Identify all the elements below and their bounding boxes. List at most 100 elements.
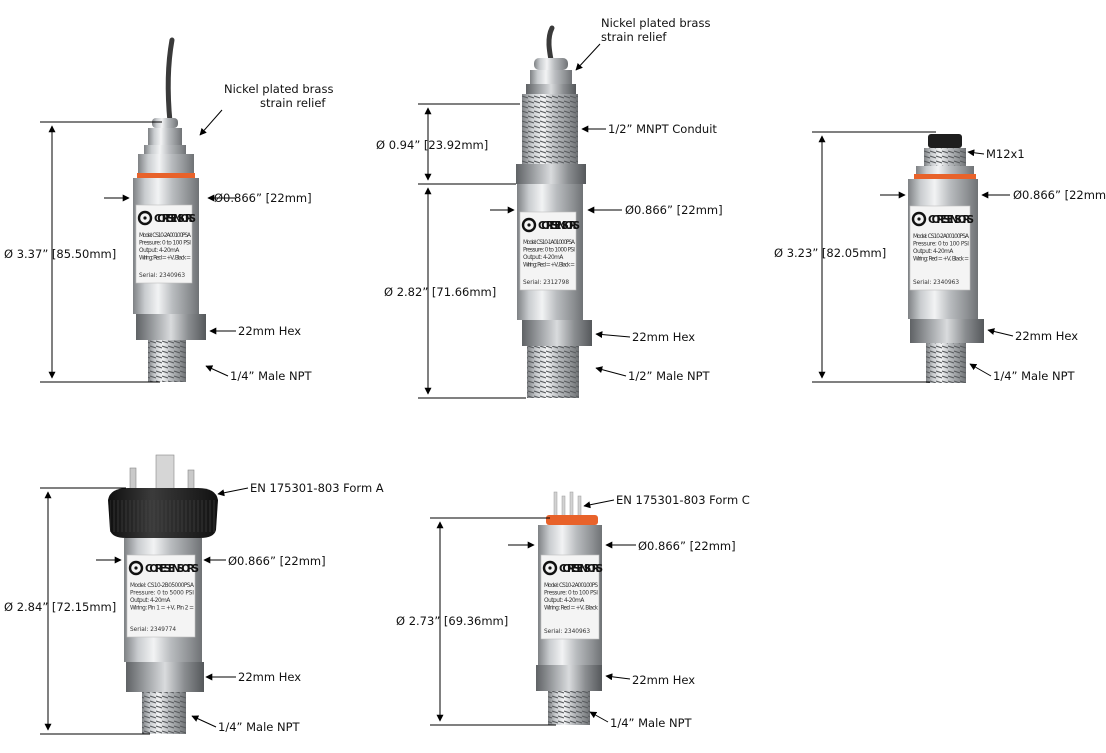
s1-thread-label: 1/4” Male NPT (230, 369, 312, 383)
s1-thread-arrow (205, 365, 229, 377)
s2-spec-row: Model: CS10-1A01000PSA (523, 240, 575, 246)
s1-strain-relief-nut (148, 128, 182, 145)
s5-pin (569, 491, 574, 519)
s3-logo-dot (917, 217, 921, 221)
s4-logo-text: CORE SENSORS (145, 563, 199, 575)
s3-hex-label: 22mm Hex (1015, 329, 1079, 343)
s1-strain-relief-arrow (199, 109, 223, 136)
s3-orange-ring (914, 174, 976, 179)
s5-hex-label: 22mm Hex (632, 673, 696, 687)
s1-strain-relief-cap (152, 118, 178, 128)
s1-orange-ring (137, 173, 195, 178)
s3-spec-row: Wiring: Red = +V, Black = (913, 257, 969, 263)
s4-connector-arrow (217, 487, 249, 497)
s4-logo-dot (134, 566, 138, 570)
s5-thread-label: 1/4” Male NPT (610, 716, 692, 730)
s3-hex-arrow (987, 328, 1014, 337)
s2-conduit-label: 1/2” MNPT Conduit (608, 122, 717, 136)
s5-spec-row: Output: 4-20mA (544, 598, 584, 604)
s5-logo-text: CORE SENSORS (559, 563, 603, 575)
s3-logo-mark (911, 211, 927, 227)
s4-connector-label: EN 175301-803 Form A (250, 481, 384, 495)
s4-thread-pattern (142, 692, 186, 734)
s4-pin-ground (155, 454, 175, 492)
s2-thread-arrow (595, 366, 627, 377)
s2-logo-text: CORE SENSORS (538, 220, 580, 232)
s1-spec-row: Output: 4-20mA (139, 248, 179, 254)
s1-logo-mark (137, 210, 153, 226)
s4-diameter-label: Ø0.866” [22mm] (228, 554, 326, 568)
s5-logo-mark (542, 560, 558, 576)
s2-hex-label: 22mm Hex (632, 330, 696, 344)
s4-thread-arrow (191, 715, 217, 728)
s5-logo-dot (548, 566, 552, 570)
s1-spec-row: Wiring: Red = +V, Black = (139, 256, 191, 262)
s3-diameter-label: Ø0.866” [22mm] (1013, 188, 1106, 202)
s1-top-collar (138, 154, 194, 176)
s4-thread-label: 1/4” Male NPT (218, 720, 300, 734)
s4-spec-row: Pressure: 0 to 5000 PSI (130, 591, 194, 597)
s2-thread-pattern (527, 346, 579, 398)
s4-pin-2 (187, 469, 195, 491)
s2-conduit-thread-pattern (522, 94, 578, 164)
s2-hex-arrow (595, 331, 631, 339)
s1-hex-label: 22mm Hex (238, 324, 302, 338)
s3-hex-nut (910, 319, 984, 343)
s3-thread-arrow (969, 363, 992, 377)
s1-logo-dot (143, 216, 147, 220)
s1-spec-row: Model: CS10-2A00100PSA (139, 233, 191, 239)
s4-hex-label: 22mm Hex (238, 670, 302, 684)
s3-connector-label: M12x1 (986, 147, 1025, 161)
s5-spec-row: Wiring: Red = +V, Black (544, 606, 599, 612)
s3-top-collar (916, 166, 974, 176)
s3-logo-text: CORE SENSORS (928, 214, 974, 226)
s2-hex-nut (522, 320, 592, 346)
s4-spec-row: Wiring: Pin 1 = +V, Pin 2 = (130, 606, 194, 612)
s1-hex-nut (136, 314, 206, 340)
s1-sensor: CORE SENSORS Model: CS10-2A00100PSA Pressu… (133, 37, 206, 382)
s3-m12-thread-pattern (924, 148, 966, 166)
s1-cable (165, 37, 175, 125)
s5-overall-dim-label: Ø 2.73” [69.36mm] (396, 614, 509, 628)
s4-din-knurl (110, 500, 216, 532)
s3-overall-dim-label: Ø 3.23” [82.05mm] (774, 246, 887, 260)
s5-thread-arrow (589, 711, 609, 723)
s5-pin (553, 491, 558, 519)
s4-pin-1 (129, 467, 137, 491)
s5-connector-label: EN 175301-803 Form C (616, 493, 750, 507)
s2-strain-relief-base (526, 84, 576, 94)
s3-connector-arrow (967, 149, 985, 157)
s2-spec-row: Pressure: 0 to 1000 PSI (523, 248, 575, 254)
s5-hex-nut (536, 665, 602, 691)
s4-hex-nut (126, 662, 204, 692)
s3-m12-connector (928, 134, 962, 148)
s3-serial: Serial: 2340963 (913, 280, 959, 286)
s3-spec-row: Pressure: 0 to 100 PSI (913, 242, 969, 248)
s5-connector-arrow (583, 499, 615, 509)
s4-logo-mark (128, 560, 144, 576)
s2-conduit-dim-label: Ø 0.94” [23.92mm] (376, 138, 489, 152)
s1-strain-relief-base (144, 145, 186, 154)
s5-serial: Serial: 2340963 (544, 629, 590, 635)
s2-sensor: CORE SENSORS Model: CS10-1A01000PSA Pressu… (516, 25, 592, 398)
s4-serial: Serial: 2349774 (130, 627, 176, 633)
s2-strain-relief-cap (534, 58, 568, 70)
s2-body-dim-label: Ø 2.82” [71.66mm] (384, 285, 497, 299)
s3-spec-row: Output: 4-20mA (913, 249, 953, 255)
s2-diameter-label: Ø0.866” [22mm] (625, 203, 723, 217)
s2-spec-row: Output: 4-20mA (523, 255, 563, 261)
s1-spec-row: Pressure: 0 to 100 PSI (139, 241, 191, 247)
s1-logo-text: CORE SENSORS (154, 213, 196, 225)
s2-logo-dot (527, 223, 531, 227)
s4-label-sticker (126, 554, 196, 638)
s2-spec-row: Wiring: Red = +V, Black = (523, 263, 575, 269)
s2-thread-label: 1/2” Male NPT (628, 369, 710, 383)
s3-thread-label: 1/4” Male NPT (993, 369, 1075, 383)
s1-thread-pattern (148, 340, 186, 382)
